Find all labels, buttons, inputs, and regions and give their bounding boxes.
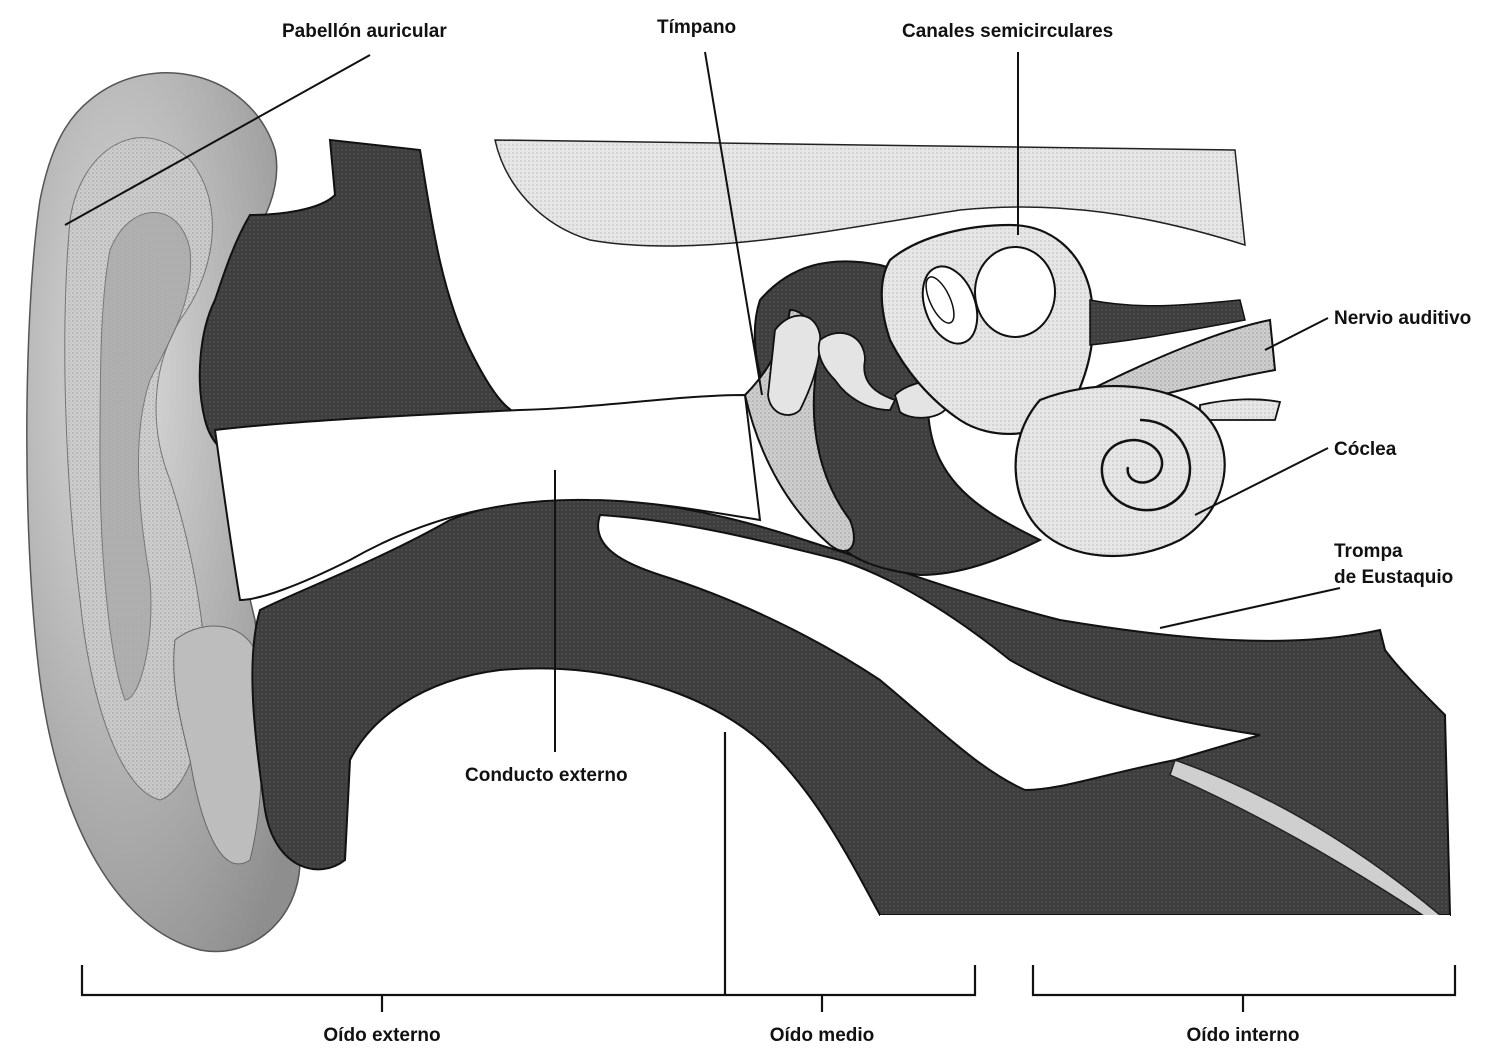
label-eustachian-tube-line1: Trompa (1334, 541, 1403, 562)
label-middle-ear: Oído medio (770, 1025, 875, 1046)
label-pinna: Pabellón auricular (282, 21, 447, 42)
label-semicircular-canals: Canales semicirculares (902, 21, 1113, 42)
label-eustachian-tube-line2: de Eustaquio (1334, 567, 1453, 588)
skull-region (495, 140, 1245, 246)
label-cochlea: Cóclea (1334, 439, 1397, 460)
label-outer-ear: Oído externo (323, 1025, 440, 1046)
label-ear-canal: Conducto externo (465, 765, 628, 786)
temporal-bone-lower (252, 498, 1450, 915)
cochlea (1016, 386, 1225, 556)
label-inner-ear: Oído interno (1187, 1025, 1300, 1046)
label-eardrum: Tímpano (657, 17, 736, 38)
label-auditory-nerve: Nervio auditivo (1334, 308, 1471, 329)
mastoid-base (880, 915, 1450, 930)
